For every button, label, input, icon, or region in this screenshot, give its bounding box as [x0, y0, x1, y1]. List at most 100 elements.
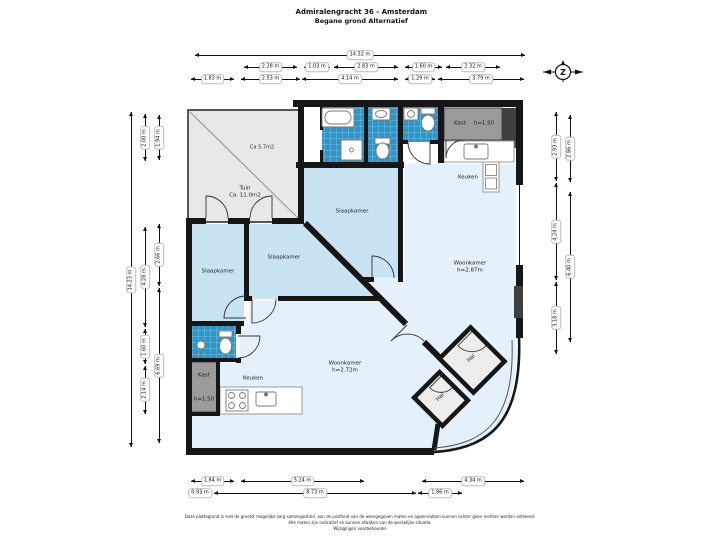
wall-bedB-bottom-b	[278, 296, 381, 301]
wall-bedAB-divider	[244, 222, 249, 301]
dim-bot1-3: 4.34 m	[422, 476, 524, 486]
compass-icon: Z	[543, 60, 583, 82]
shower-spray-3	[203, 349, 207, 355]
stove-burner-3	[228, 402, 235, 409]
label-slaapkamer-left: Slaapkamer	[201, 268, 235, 275]
kitchen-sink-bottom	[255, 391, 277, 407]
label-woonkamer-lower: Woonkamer h=2.72m	[329, 361, 362, 376]
dim-top3-3: 4.14 m	[302, 74, 398, 84]
shower-head-icon	[196, 340, 206, 350]
stove-burner-2	[239, 392, 246, 399]
disclaimer-line2: Alle maten zijn indicatief en kunnen afw…	[288, 520, 432, 525]
label-keuken-bottom: Keuken	[242, 375, 264, 382]
dim-left-total: 14.23 m	[126, 112, 136, 447]
wall-top	[293, 100, 523, 107]
door-tuin-2	[249, 195, 273, 219]
dim-left2-3: 6.69 m	[154, 288, 164, 443]
dim-bot2-2: 8.73 m	[214, 488, 416, 498]
kitchen-faucet-top	[474, 144, 478, 149]
wall-kast2-bottom	[188, 412, 220, 416]
dim-left2-2: 2.66 m	[154, 224, 164, 286]
wall-tuin-bottom-a	[188, 218, 206, 224]
room-kast-bottom	[189, 361, 219, 413]
sink-basin-1	[375, 110, 387, 118]
dim-top2-2: 1.03 m	[304, 62, 330, 72]
shower-spray-1	[195, 349, 199, 355]
wall-hal2-to-bottom	[431, 423, 441, 451]
page-title: Admiralengracht 36 - Amsterdam Begane gr…	[296, 8, 428, 25]
wall-tuin-bottom-c	[272, 218, 302, 224]
door-tuin-1	[205, 195, 229, 219]
shaft-top-right	[502, 108, 516, 148]
door-diagonal	[390, 324, 425, 342]
door-toilet-2	[407, 141, 431, 165]
disclaimer: Deze plattegrond is met de grootst mogel…	[120, 514, 600, 532]
dim-top2-1: 2.28 m	[244, 62, 297, 72]
label-slaapkamer-mid: Slaapkamer	[267, 254, 301, 261]
dim-left1-1: 2.00 m	[140, 114, 150, 161]
dim-top2-4: 1.60 m	[405, 62, 442, 72]
toilet-bowl-2	[421, 114, 435, 132]
wall-bath1-left-a	[320, 104, 323, 130]
door-slaapkamer-center	[371, 255, 395, 279]
wall-bedA-bottom	[186, 321, 244, 326]
disclaimer-line1: Deze plattegrond is met de grootst mogel…	[184, 514, 536, 519]
curved-facade-outer	[433, 336, 521, 454]
woonkamer1-height: h=2.87m	[457, 268, 483, 274]
dim-bot2-1: 0.93 m	[188, 488, 212, 498]
label-kast-top-height: h=1.50	[473, 120, 495, 127]
door-slaapkamer-mid	[251, 298, 277, 324]
wall-bath1-right	[364, 104, 368, 163]
wall-bath2-right-b	[236, 358, 241, 363]
dim-left1-4: 2.14 m	[140, 366, 150, 414]
disclaimer-line3: Wijzigingen voorbehouden	[333, 526, 387, 531]
curved-facade-inner	[433, 339, 513, 449]
dim-top3-5: 3.79 m	[438, 74, 524, 84]
woonkamer1-name: Woonkamer	[453, 260, 487, 267]
room-hal-1	[436, 324, 508, 396]
wall-bedC-bottom	[360, 277, 374, 282]
toilet-tank-3	[218, 330, 233, 338]
dim-left2-1: 1.94 m	[154, 115, 164, 160]
dim-top3-1: 1.83 m	[191, 74, 234, 84]
plan-title: Admiralengracht 36 - Amsterdam	[295, 8, 428, 16]
label-tuin: Tuin Ca. 11.0m2	[229, 186, 261, 201]
wall-left	[186, 218, 192, 454]
room-hal-2	[410, 368, 472, 430]
dim-right2-1: 2.86 m	[565, 115, 575, 182]
toilet-bowl-3	[219, 337, 232, 355]
tuin-name: Tuin	[239, 185, 251, 192]
wall-bedC-right	[398, 104, 403, 282]
label-tuin-note: Ca 5.7m2	[249, 144, 275, 151]
label-kast-top: Kast	[454, 120, 466, 127]
dim-right1-2: 4.24 m	[551, 183, 561, 280]
bathtub-inner	[324, 110, 352, 125]
dim-right1-1: 2.93 m	[551, 112, 561, 181]
plan-subtitle: Begane grond Alternatief	[314, 17, 408, 25]
dim-top2-3: 2.83 m	[334, 62, 398, 72]
label-woonkamer-right: Woonkamer h=2.87m	[454, 261, 487, 276]
door-kast-top	[445, 139, 465, 159]
room-slaapkamer-left	[192, 224, 244, 321]
dim-right1-3: 3.18 m	[551, 282, 561, 354]
label-slaapkamer-center: Slaapkamer	[335, 208, 369, 215]
kitchen-sink-top	[463, 143, 489, 160]
wall-toilet2-bottom-a	[402, 140, 408, 144]
tuin-area: Ca. 11.0m2	[229, 193, 261, 199]
wall-bath2-bottom	[188, 358, 238, 362]
dim-top3-2: 2.53 m	[241, 74, 300, 84]
wall-bath1-left-b	[320, 150, 323, 162]
dim-bot1-1: 1.84 m	[191, 476, 234, 486]
dim-left1-2: 4.28 m	[140, 227, 150, 327]
compass-letter: Z	[560, 68, 566, 77]
sink-basin-2	[407, 110, 415, 118]
stove-burner-1	[228, 392, 235, 399]
window-right-dark-block	[514, 286, 523, 318]
door-badkamer-bottom	[237, 335, 261, 359]
stove-burner-4	[239, 402, 246, 409]
woonkamer2-height: h=2.72m	[332, 368, 358, 374]
label-kast-bottom: Kast	[198, 372, 210, 379]
dim-bot2-3: 1.86 m	[418, 488, 462, 498]
room-slaapkamer-mid	[248, 224, 381, 299]
room-slaapkamer-center	[304, 168, 399, 277]
